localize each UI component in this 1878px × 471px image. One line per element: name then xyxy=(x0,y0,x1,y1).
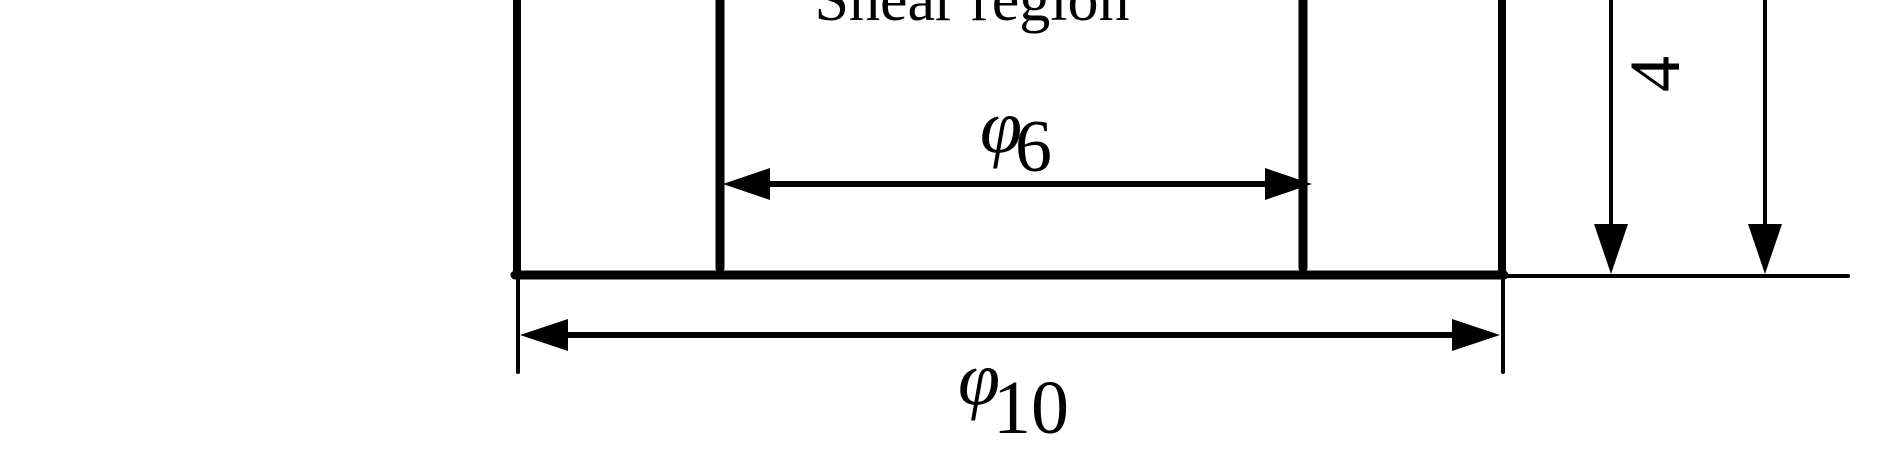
outer-dimension-label: φ10 xyxy=(958,337,1069,450)
outer-arrow-right xyxy=(1452,319,1500,351)
height-arrow-right xyxy=(1748,224,1782,274)
height-dimension: 4 xyxy=(1594,0,1782,274)
inner-dimension-subscript: 6 xyxy=(1015,106,1052,188)
inner-arrow-left xyxy=(723,168,770,200)
outer-dimension-symbol: φ xyxy=(958,337,1000,421)
inner-dimension: φ6 xyxy=(723,85,1312,200)
inner-dimension-symbol: φ xyxy=(980,85,1022,169)
specimen-outline xyxy=(510,0,1509,280)
outer-dimension: φ10 xyxy=(520,319,1500,450)
outer-extension-lines xyxy=(516,278,1505,374)
outer-arrow-left xyxy=(520,319,568,351)
inner-arrow-right xyxy=(1265,168,1312,200)
inner-dimension-label: φ6 xyxy=(980,85,1052,188)
shear-region-label: Shear region xyxy=(814,0,1129,34)
height-arrow-left xyxy=(1594,224,1628,274)
height-dimension-label: 4 xyxy=(1615,56,1695,92)
outer-dimension-subscript: 10 xyxy=(993,366,1069,450)
